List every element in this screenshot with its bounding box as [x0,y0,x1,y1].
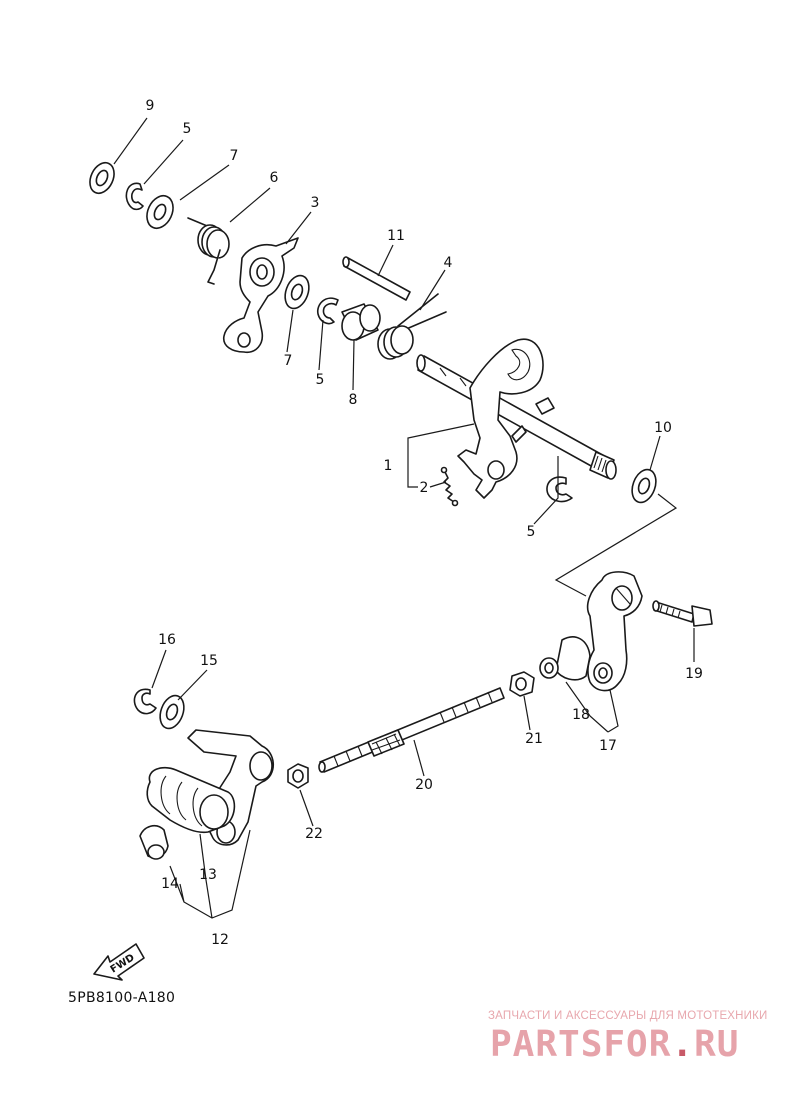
leader-12-13-14 [169,829,251,919]
leader-5-lower [533,456,559,525]
bolt-part-19 [652,600,713,627]
callout-5-lower: 5 [527,524,536,540]
leader-3 [285,211,312,245]
washer-part-7-top [146,194,174,230]
shift-arm-part-17 [586,571,643,692]
washer-part-9 [89,161,115,195]
leader-15 [177,669,208,701]
collar-part-8 [341,303,381,341]
leader-2 [429,481,447,488]
callout-17: 17 [599,738,617,754]
pivot-part-14 [139,824,169,860]
callout-12: 12 [211,932,229,948]
torsion-spring-part-6 [187,217,230,285]
leader-11 [377,244,394,277]
nut-part-21 [509,671,535,697]
watermark-logo: PARTSFOR.RU [490,1024,739,1065]
callout-15: 15 [200,653,218,669]
callout-11: 11 [387,228,405,244]
callout-18: 18 [572,707,590,723]
pin-part-11 [342,256,411,301]
leader-20 [413,739,425,777]
leader-4 [419,269,446,311]
callout-13: 13 [199,867,217,883]
leader-7-middle [286,309,294,353]
drawing-code: 5PB8100-A180 [68,990,176,1006]
callout-1: 1 [384,458,393,474]
pedal-rubber-part-13 [146,766,236,834]
callout-16: 16 [158,632,176,648]
callout-7-middle: 7 [284,353,293,369]
leader-6 [229,187,271,223]
circlip-part-5-lower [546,476,573,503]
callout-3: 3 [311,195,320,211]
leader-10 [649,435,661,471]
callout-21: 21 [525,731,543,747]
leader-7-top [179,164,230,201]
spring-part-2 [440,466,459,507]
nut-part-22 [287,763,309,789]
watermark-logo-main: PARTSFOR [490,1024,672,1065]
leader-16 [151,649,167,689]
watermark-logo-dot: . [671,1024,695,1065]
forward-arrow-icon: FWD [93,943,145,981]
shift-rod-part-20 [318,687,505,773]
leader-1 [407,423,475,488]
washer-part-7-middle [284,274,310,310]
leader-5-top [143,139,184,185]
callout-5-middle: 5 [316,372,325,388]
callout-14: 14 [161,876,179,892]
washer-part-15 [159,694,185,730]
alignment-line [554,493,678,597]
ball-joint-part-18 [539,636,591,681]
watermark-logo-tld: RU [694,1024,740,1065]
callout-7-top: 7 [230,148,239,164]
washer-part-10 [631,468,657,504]
circlip-part-5-middle [316,297,339,325]
callout-6: 6 [270,170,279,186]
callout-10: 10 [654,420,672,436]
leader-17-18 [565,681,619,733]
callout-2: 2 [420,480,429,496]
leader-22 [299,789,314,827]
callout-9: 9 [146,98,155,114]
callout-19: 19 [685,666,703,682]
callout-22: 22 [305,826,323,842]
return-spring-part-4 [377,293,447,360]
callout-8: 8 [349,392,358,408]
circlip-part-16 [133,688,157,715]
leader-8 [352,339,355,391]
leader-5-middle [318,319,324,371]
circlip-part-5-top [125,182,144,211]
shift-shaft-part-1 [416,338,617,499]
leader-21 [523,695,531,731]
shift-arm-part-3 [222,237,299,354]
callout-4: 4 [444,255,453,271]
watermark-caption: ЗАПЧАСТИ И АКСЕССУАРЫ ДЛЯ МОТОТЕХНИКИ [488,1010,768,1022]
leader-9 [113,117,148,165]
callout-5-top: 5 [183,121,192,137]
callout-20: 20 [415,777,433,793]
